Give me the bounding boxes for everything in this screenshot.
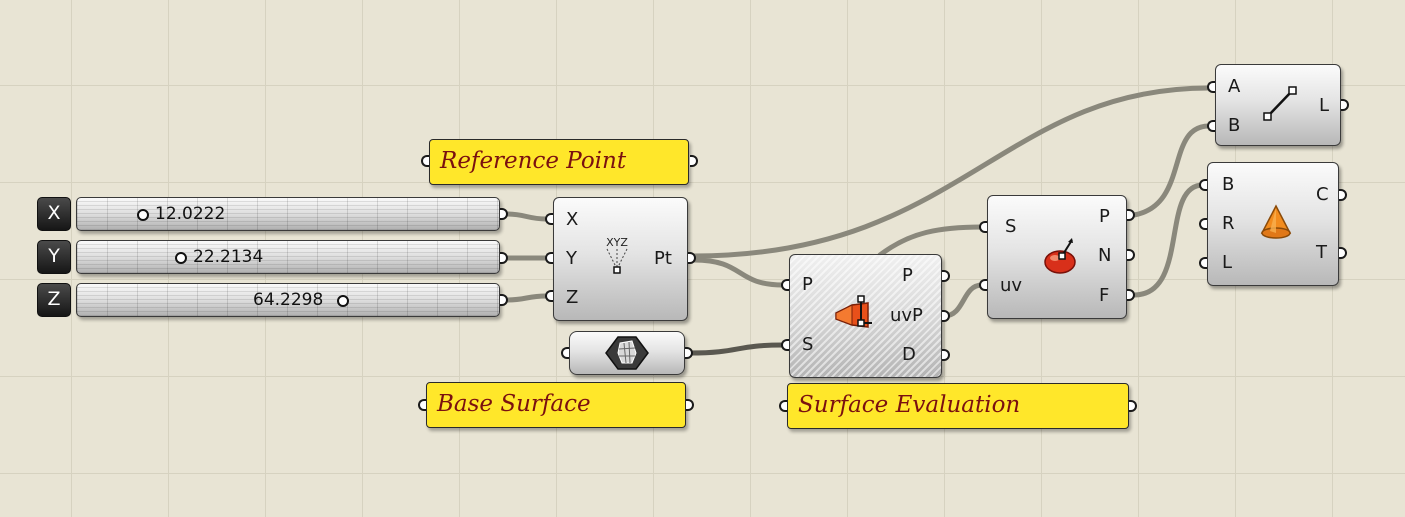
slider-x-output-grip[interactable] xyxy=(500,208,508,220)
closest-point-output-uvp: uvP xyxy=(890,305,923,326)
cone-grip-c[interactable] xyxy=(1339,189,1347,201)
construct-point-input-x: X xyxy=(566,209,579,230)
cone-output-t: T xyxy=(1316,242,1327,263)
construct-point-output-pt: Pt xyxy=(654,248,672,269)
closest-point-grip-d[interactable] xyxy=(942,349,950,361)
surface-param-input-grip[interactable] xyxy=(561,347,569,359)
construct-point-grip-x[interactable] xyxy=(545,213,553,225)
evaluate-surface-grip-s[interactable] xyxy=(979,221,987,233)
construct-point-grip-pt[interactable] xyxy=(688,252,696,264)
slider-z-value: 64.2298 xyxy=(253,290,324,310)
construct-point-node[interactable]: X Y Z XYZ Pt xyxy=(553,197,688,321)
line-grip-b[interactable] xyxy=(1207,120,1215,132)
evaluate-surface-output-n: N xyxy=(1098,245,1112,266)
slider-y-output-grip[interactable] xyxy=(500,252,508,264)
evaluate-surface-grip-p[interactable] xyxy=(1127,209,1135,221)
surface-param-output-grip[interactable] xyxy=(685,347,693,359)
cone-input-l: L xyxy=(1222,252,1233,273)
cone-node[interactable]: B R L C T xyxy=(1207,162,1339,286)
closest-point-output-p: P xyxy=(902,265,913,286)
wire-slider-x xyxy=(504,211,549,222)
panel-surface-evaluation-input-grip[interactable] xyxy=(779,400,787,412)
surface-closest-point-icon xyxy=(832,295,878,333)
panel-base-surface-text: Base Surface xyxy=(437,391,591,417)
closest-point-output-d: D xyxy=(902,344,916,365)
slider-x-knob[interactable] xyxy=(137,209,149,221)
evaluate-surface-node[interactable]: S uv P N F xyxy=(987,195,1127,319)
construct-point-xyz-icon-text: XYZ xyxy=(606,236,628,249)
slider-z-output-grip[interactable] xyxy=(500,294,508,306)
closest-point-grip-p[interactable] xyxy=(781,279,789,291)
panel-base-surface-input-grip[interactable] xyxy=(418,399,426,411)
evaluate-surface-output-p: P xyxy=(1099,206,1110,227)
construct-point-grip-z[interactable] xyxy=(545,290,553,302)
panel-surface-evaluation-output-grip[interactable] xyxy=(1129,400,1137,412)
panel-base-surface[interactable]: Base Surface xyxy=(426,382,686,428)
closest-point-grip-uvp[interactable] xyxy=(942,310,950,322)
evaluate-surface-grip-uv[interactable] xyxy=(979,279,987,291)
slider-y-knob[interactable] xyxy=(175,252,187,264)
closest-point-input-s: S xyxy=(802,334,814,355)
evaluate-surface-input-uv: uv xyxy=(1000,275,1023,296)
slider-z-knob[interactable] xyxy=(337,295,349,307)
panel-reference-point[interactable]: Reference Point xyxy=(429,139,689,185)
panel-base-surface-output-grip[interactable] xyxy=(686,399,694,411)
evaluate-surface-grip-n[interactable] xyxy=(1127,249,1135,261)
slider-z[interactable]: 64.2298 xyxy=(76,283,500,317)
line-node[interactable]: A B L xyxy=(1215,64,1341,146)
panel-surface-evaluation-text: Surface Evaluation xyxy=(798,392,1021,418)
cone-grip-r[interactable] xyxy=(1199,218,1207,230)
construct-point-input-z: Z xyxy=(566,287,579,308)
evaluate-surface-grip-f[interactable] xyxy=(1127,289,1135,301)
closest-point-input-p: P xyxy=(802,274,813,295)
panel-surface-evaluation[interactable]: Surface Evaluation xyxy=(787,383,1129,429)
closest-point-grip-s[interactable] xyxy=(781,339,789,351)
wire-pt-to-line-a xyxy=(691,85,1212,259)
evaluate-surface-output-f: F xyxy=(1099,285,1110,306)
evaluate-surface-icon xyxy=(1040,236,1080,276)
line-grip-a[interactable] xyxy=(1207,81,1215,93)
cone-grip-l[interactable] xyxy=(1199,257,1207,269)
wire-eval-p-to-line-b xyxy=(1131,123,1212,218)
slider-x-value: 12.0222 xyxy=(155,204,226,224)
wire-eval-f-to-cone-b xyxy=(1131,182,1206,298)
slider-y-value: 22.2134 xyxy=(193,247,264,267)
cone-input-b: B xyxy=(1222,174,1235,195)
construct-point-grip-y[interactable] xyxy=(545,252,553,264)
evaluate-surface-input-s: S xyxy=(1005,216,1017,237)
slider-z-tag: Z xyxy=(37,283,71,317)
slider-x[interactable]: 12.0222 xyxy=(76,197,500,231)
line-input-a: A xyxy=(1228,76,1241,97)
cone-grip-t[interactable] xyxy=(1339,247,1347,259)
closest-point-grip-p-out[interactable] xyxy=(942,270,950,282)
wire-surface-to-evaluate-s xyxy=(877,224,985,258)
wire-surface-to-closest-s xyxy=(687,342,786,356)
cone-icon xyxy=(1258,203,1294,241)
line-output-l: L xyxy=(1319,95,1330,116)
slider-y-tag: Y xyxy=(37,240,71,274)
construct-point-input-y: Y xyxy=(566,248,577,269)
line-grip-l[interactable] xyxy=(1341,99,1349,111)
cone-output-c: C xyxy=(1316,184,1329,205)
surface-closest-point-node[interactable]: P S P uvP D xyxy=(789,254,942,378)
line-input-b: B xyxy=(1228,115,1241,136)
panel-reference-point-text: Reference Point xyxy=(440,148,627,174)
wire-pt-to-closest-p xyxy=(691,257,786,288)
wire-uvp-to-evaluate-uv xyxy=(941,282,985,319)
panel-reference-point-input-grip[interactable] xyxy=(421,155,429,167)
wire-slider-z xyxy=(504,293,549,303)
construct-point-xyz-icon: XYZ xyxy=(599,235,635,275)
line-icon xyxy=(1260,83,1300,123)
cone-input-r: R xyxy=(1222,213,1235,234)
slider-y[interactable]: 22.2134 xyxy=(76,240,500,274)
surface-param-icon xyxy=(604,335,650,371)
slider-x-tag: X xyxy=(37,197,71,231)
panel-reference-point-output-grip[interactable] xyxy=(690,155,698,167)
surface-param-node[interactable] xyxy=(569,331,685,375)
cone-grip-b[interactable] xyxy=(1199,179,1207,191)
